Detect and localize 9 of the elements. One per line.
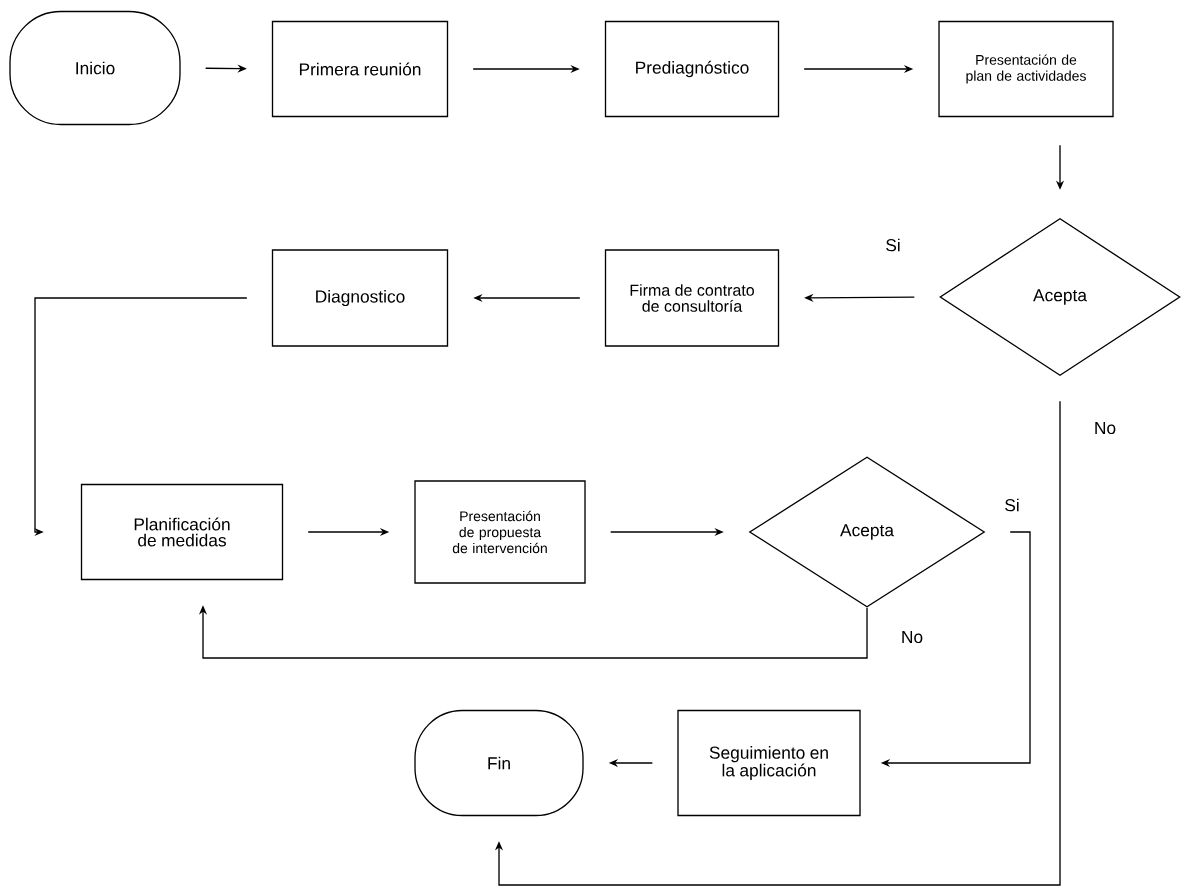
process-box: Firma de contrato de consultoría xyxy=(604,249,780,347)
process-box: Prediagnóstico xyxy=(604,20,780,118)
process-box: Planificación de medidas xyxy=(80,483,284,581)
process-box: Primera reunión xyxy=(271,20,449,118)
process-box: Diagnostico xyxy=(271,249,449,347)
process-box: Seguimiento en la aplicación xyxy=(677,709,861,817)
arrow xyxy=(494,400,1061,886)
process-box: Presentación de propuesta de intervención xyxy=(414,480,586,584)
process-box: Presentación de plan de actividades xyxy=(938,20,1114,118)
